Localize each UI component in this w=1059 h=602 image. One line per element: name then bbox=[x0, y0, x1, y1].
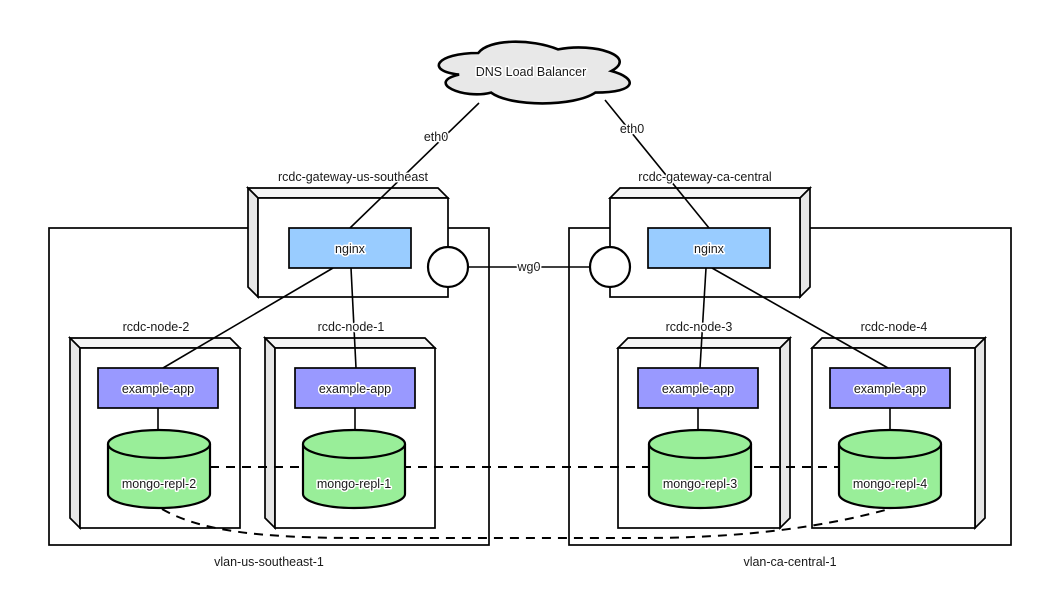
mongo-repl-4-cylinder bbox=[837, 428, 943, 510]
node-3-label: rcdc-node-3 bbox=[666, 320, 733, 334]
node-4-label: rcdc-node-4 bbox=[861, 320, 928, 334]
node-2-label: rcdc-node-2 bbox=[123, 320, 190, 334]
nginx-right-to-node3-link bbox=[699, 267, 707, 369]
wireguard-endpoint-right-circle bbox=[588, 245, 632, 289]
nginx-left-to-node2-link bbox=[162, 267, 334, 369]
mongo-repl-1-label: mongo-repl-1 bbox=[317, 477, 391, 491]
mongo-repl-2-cylinder bbox=[106, 428, 212, 510]
gateway-ca-central-label: rcdc-gateway-ca-central bbox=[638, 170, 771, 184]
eth0-left-link bbox=[349, 102, 480, 229]
nginx-left-to-node1-link bbox=[350, 267, 357, 369]
example-app-label-node1: example-app bbox=[319, 382, 391, 396]
nginx-box-right bbox=[647, 227, 771, 269]
dns-load-balancer-label: DNS Load Balancer bbox=[476, 65, 586, 79]
node-1-label: rcdc-node-1 bbox=[318, 320, 385, 334]
mongo-repl-1-cylinder bbox=[301, 428, 407, 510]
example-app-label-node3: example-app bbox=[662, 382, 734, 396]
mongo-repl-4-label: mongo-repl-4 bbox=[853, 477, 927, 491]
example-app-box-node3 bbox=[637, 367, 759, 409]
mongo-repl-3-cylinder bbox=[647, 428, 753, 510]
example-app-box-node4 bbox=[829, 367, 951, 409]
wireguard-endpoint-left-circle bbox=[426, 245, 470, 289]
wg0-label: wg0 bbox=[517, 260, 541, 274]
example-app-box-node1 bbox=[294, 367, 416, 409]
vlan-us-southeast-label: vlan-us-southeast-1 bbox=[214, 555, 324, 569]
example-app-box-node2 bbox=[97, 367, 219, 409]
nginx-right-to-node4-link bbox=[711, 267, 889, 369]
mongo-repl-2-label: mongo-repl-2 bbox=[122, 477, 196, 491]
eth0-right-label: eth0 bbox=[620, 122, 644, 136]
example-app-label-node2: example-app bbox=[122, 382, 194, 396]
vlan-ca-central-label: vlan-ca-central-1 bbox=[743, 555, 836, 569]
nginx-label-right: nginx bbox=[694, 242, 725, 256]
nginx-box-left bbox=[288, 227, 412, 269]
nginx-label-left: nginx bbox=[335, 242, 366, 256]
mongo-repl-3-label: mongo-repl-3 bbox=[663, 477, 737, 491]
db-replication-ring-link bbox=[161, 508, 890, 539]
eth0-left-label: eth0 bbox=[424, 130, 448, 144]
dns-cloud-shape bbox=[437, 40, 631, 105]
example-app-label-node4: example-app bbox=[854, 382, 926, 396]
eth0-right-link bbox=[604, 99, 710, 229]
gateway-us-southeast-label: rcdc-gateway-us-southeast bbox=[278, 170, 429, 184]
